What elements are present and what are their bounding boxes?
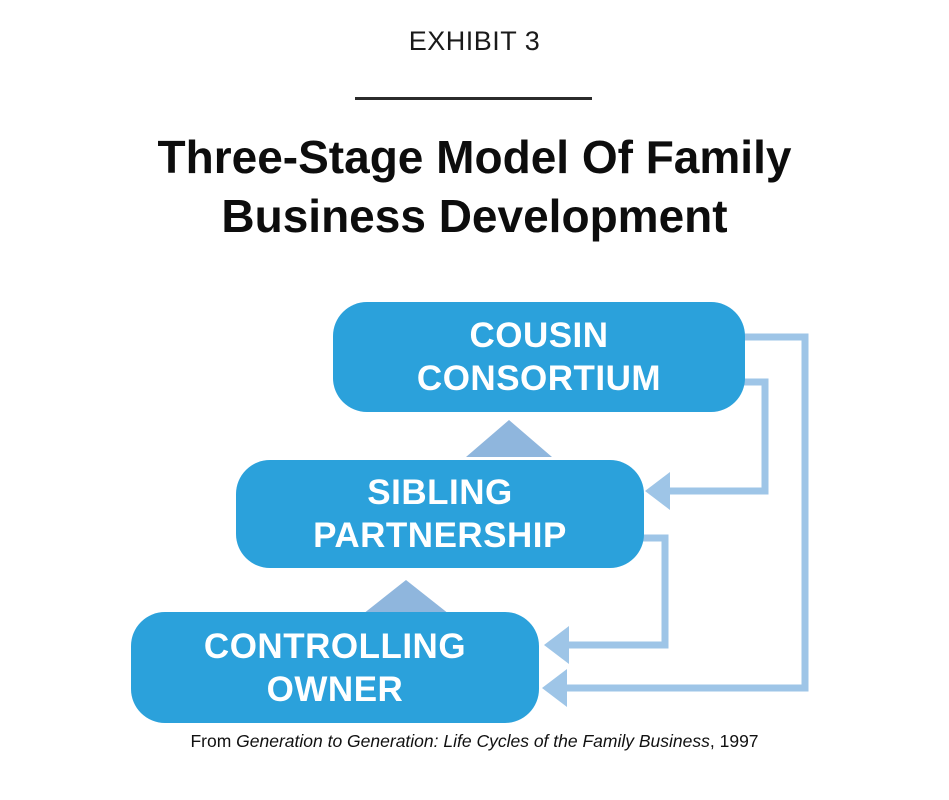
source-caption: From Generation to Generation: Life Cycl…: [0, 731, 949, 752]
stage-label-line: COUSIN: [469, 316, 609, 355]
page-title-line-1: Three-Stage Model Of Family: [157, 131, 792, 183]
arrowhead-sibling-to-controlling-icon: [544, 626, 569, 664]
up-triangle-sibling-to-cousin-icon: [466, 420, 552, 457]
exhibit-label: EXHIBIT 3: [408, 26, 541, 56]
stage-label-line: OWNER: [266, 669, 404, 709]
page-title: Three-Stage Model Of Family Business Dev…: [0, 128, 949, 246]
recycle-line-sibling-to-controlling: [569, 534, 669, 649]
stage-label-line: PARTNERSHIP: [313, 516, 567, 555]
divider-rule: [355, 97, 592, 100]
recycle-line-cousin-to-controlling: [567, 333, 809, 692]
recycle-line-cousin-to-sibling: [670, 378, 769, 495]
stage-box-cousin-consortium: COUSIN CONSORTIUM: [333, 302, 745, 412]
caption-book-title: Generation to Generation: Life Cycles of…: [236, 731, 710, 751]
stage-box-sibling-partnership: SIBLING PARTNERSHIP: [236, 460, 644, 568]
stage-label-line: CONTROLLING: [203, 626, 467, 666]
stage-box-controlling-owner: CONTROLLING OWNER: [131, 612, 539, 723]
page-title-line-2: Business Development: [221, 190, 728, 242]
stage-label-line: SIBLING: [367, 473, 513, 512]
caption-prefix: From: [190, 731, 237, 751]
caption-suffix: , 1997: [709, 731, 759, 751]
arrowhead-cousin-to-sibling-icon: [645, 472, 670, 510]
stage-label-line: CONSORTIUM: [416, 359, 662, 398]
up-triangle-controlling-to-sibling-icon: [363, 580, 449, 614]
arrowhead-cousin-to-controlling-icon: [542, 669, 567, 707]
